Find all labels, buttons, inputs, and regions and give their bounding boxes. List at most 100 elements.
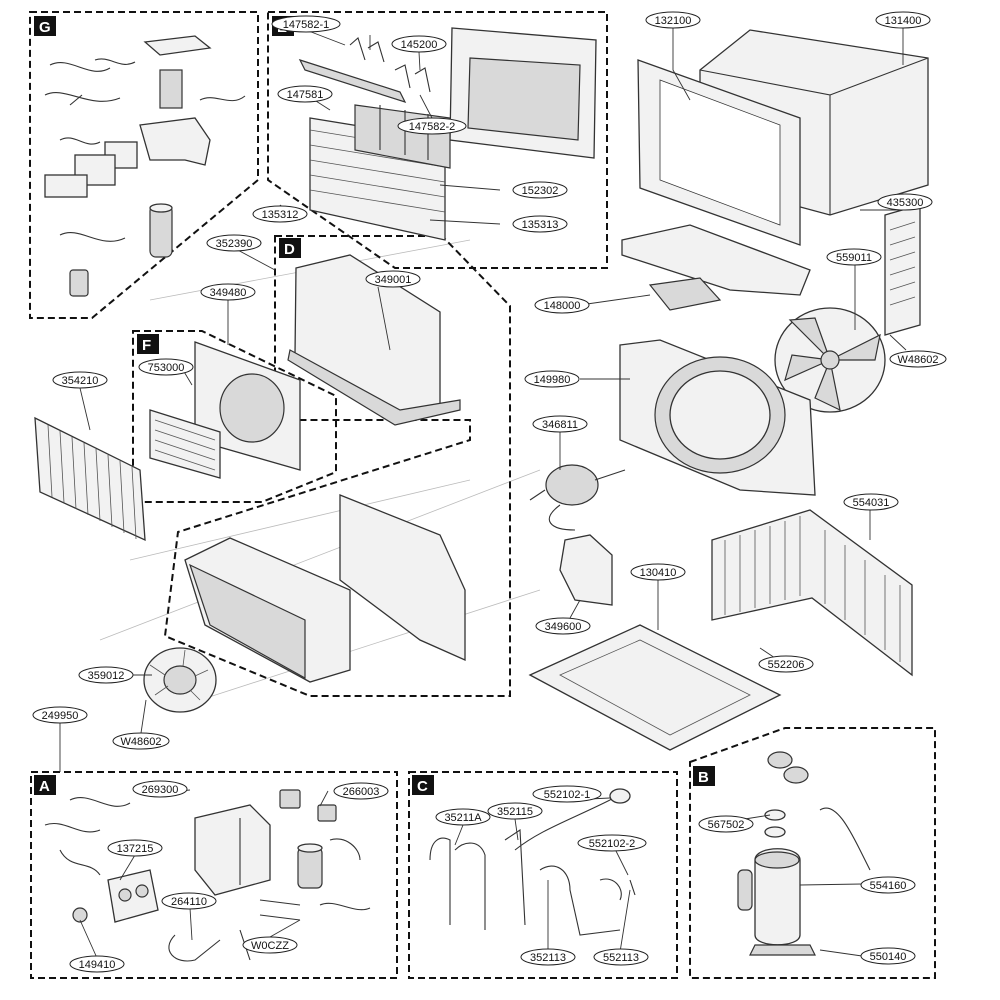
part-number: 266003 (343, 786, 380, 798)
callout-552102-2: 552102-2 (577, 834, 647, 852)
section-g-badge: G (39, 19, 51, 36)
callout-131400: 131400 (875, 11, 931, 29)
part-number: 249950 (42, 710, 79, 722)
callout-266003: 266003 (333, 782, 389, 800)
part-number: 147582-2 (409, 121, 456, 133)
callout-567502: 567502 (698, 815, 754, 833)
part-number: W0CZZ (251, 940, 289, 952)
motor-mount (559, 534, 613, 606)
part-number: W48602 (121, 736, 162, 748)
section-c-frame: C (408, 771, 678, 979)
callout-352113: 352113 (520, 948, 576, 966)
part-number: 35211A (444, 812, 482, 824)
callout-550140: 550140 (860, 947, 916, 965)
callout-147582-2: 147582-2 (397, 117, 467, 135)
part-number: 269300 (142, 784, 179, 796)
callout-554160: 554160 (860, 876, 916, 894)
callout-349001: 349001 (365, 270, 421, 288)
base-cover-top (621, 224, 811, 311)
part-number: 135313 (522, 219, 559, 231)
part-number: 264110 (171, 896, 207, 908)
part-number: 131400 (885, 15, 922, 27)
callout-346811: 346811 (532, 415, 588, 433)
part-number: 149980 (534, 374, 571, 386)
callout-147581: 147581 (277, 85, 333, 103)
part-number: 559011 (836, 252, 872, 264)
callout-349480: 349480 (200, 283, 256, 301)
base-pan (528, 624, 782, 751)
fan-shroud (619, 339, 816, 496)
section-b-frame: B (689, 727, 936, 979)
callout-352390: 352390 (206, 234, 262, 252)
callout-35211a: 35211A (435, 808, 491, 826)
part-number: 148000 (544, 300, 581, 312)
part-number: 552206 (768, 659, 805, 671)
part-number: 135312 (262, 209, 299, 221)
section-a-parts (44, 789, 371, 962)
callout-149980: 149980 (524, 370, 580, 388)
part-number: W48602 (898, 354, 939, 366)
part-number: 550140 (870, 951, 907, 963)
callout-753000: 753000 (138, 358, 194, 376)
part-number: 554160 (870, 880, 907, 892)
section-f-frame: F (132, 330, 337, 503)
section-a-badge: A (39, 778, 50, 795)
callout-554031: 554031 (843, 493, 899, 511)
part-number: 132100 (655, 15, 692, 27)
callout-132100: 132100 (645, 11, 701, 29)
callout-152302: 152302 (512, 181, 568, 199)
condenser-coil-left (34, 416, 146, 542)
callout-130410: 130410 (630, 563, 686, 581)
callout-135312: 135312 (252, 205, 308, 223)
callout-137215: 137215 (107, 839, 163, 857)
blower-wheel (143, 647, 217, 713)
part-number: 145200 (401, 39, 438, 51)
section-e-parts (298, 27, 597, 241)
part-number: 130410 (640, 567, 677, 579)
callout-148000: 148000 (534, 296, 590, 314)
part-number: 152302 (522, 185, 559, 197)
part-number: 753000 (148, 362, 185, 374)
section-d-parts (184, 254, 466, 683)
part-number: 435300 (887, 197, 924, 209)
callout-135313: 135313 (512, 215, 568, 233)
section-a-frame: A (30, 771, 398, 979)
section-g-parts (44, 35, 246, 297)
callout-w48602-left: W48602 (112, 732, 170, 750)
callout-359012: 359012 (78, 666, 134, 684)
leader-lines (59, 28, 907, 959)
part-number: 149410 (79, 959, 116, 971)
part-number: 137215 (117, 843, 154, 855)
callout-145200: 145200 (391, 35, 447, 53)
part-number: 147581 (287, 89, 324, 101)
callout-149410: 149410 (69, 955, 125, 973)
section-g-frame: G (29, 11, 259, 319)
fan-motor (529, 464, 626, 531)
callout-249950: 249950 (32, 706, 88, 724)
callout-552102-1: 552102-1 (532, 785, 602, 803)
part-number: 354210 (62, 375, 99, 387)
callout-147582-1: 147582-1 (271, 15, 341, 33)
evaporator-coil-right (711, 509, 913, 677)
part-number: 552102-1 (544, 789, 591, 801)
part-number: 567502 (708, 819, 745, 831)
part-number: 359012 (88, 670, 125, 682)
part-number: 349001 (375, 274, 412, 286)
callout-264110: 264110 (161, 892, 217, 910)
part-number: 552102-2 (589, 838, 636, 850)
part-number: 352113 (530, 952, 566, 964)
section-b-parts (737, 751, 871, 956)
callout-354210: 354210 (52, 371, 108, 389)
callout-552206: 552206 (758, 655, 814, 673)
part-number: 552113 (603, 952, 639, 964)
part-number: 147582-1 (283, 19, 330, 31)
section-c-parts (429, 788, 636, 936)
callout-352115: 352115 (487, 802, 543, 820)
section-d-badge: D (284, 241, 295, 258)
callout-349600: 349600 (535, 617, 591, 635)
condenser-fan (774, 307, 886, 413)
front-frame (637, 59, 801, 246)
section-c-badge: C (417, 778, 428, 795)
